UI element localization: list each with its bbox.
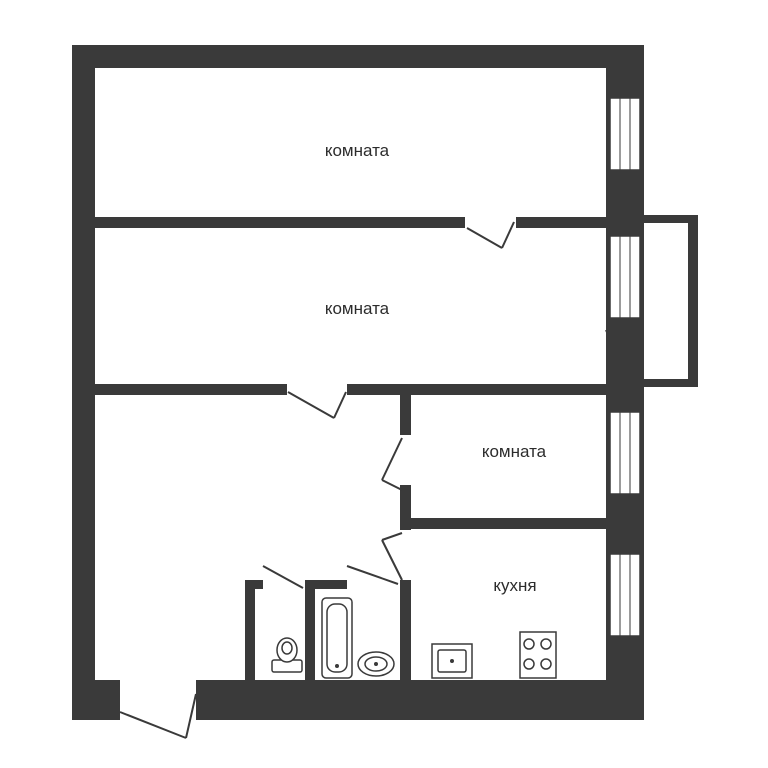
room-label-3: комната <box>481 442 547 461</box>
windows <box>609 97 641 637</box>
wall-bath-top <box>305 580 347 589</box>
doors <box>119 221 619 739</box>
wall-top <box>72 45 644 68</box>
sink-icon <box>431 643 473 679</box>
room-label-2: комната <box>324 299 390 318</box>
toilet-icon <box>271 637 303 673</box>
window-4 <box>609 553 641 637</box>
washbasin-icon <box>357 651 395 677</box>
wall-h2-right <box>347 384 608 395</box>
door-room1 <box>466 227 503 249</box>
wall-wc-right <box>305 580 315 680</box>
window-1 <box>609 97 641 171</box>
room-label-1: комната <box>324 141 390 160</box>
door-kitchen <box>381 532 403 541</box>
wall-h1-right <box>516 217 608 228</box>
wall-bottom <box>196 680 644 720</box>
wall-v-kitchen <box>400 580 411 680</box>
door-room2 <box>287 391 335 419</box>
door-entrance <box>119 711 187 739</box>
balcony <box>606 215 698 395</box>
door-wc <box>262 565 304 589</box>
interior-walls <box>95 217 608 680</box>
wall-h1-left <box>95 217 465 228</box>
wall-v-room3-bottom <box>400 485 411 530</box>
kitchen-label: кухня <box>493 576 537 595</box>
window-2 <box>609 235 641 319</box>
wall-v-room3-top <box>400 395 411 435</box>
wall-wc-left <box>245 580 255 680</box>
wall-bottom-left <box>72 680 120 720</box>
stove-icon <box>519 631 557 679</box>
window-3 <box>609 411 641 495</box>
door-bath <box>346 565 399 585</box>
door-balcony <box>605 329 619 359</box>
wall-wc-top <box>245 580 263 589</box>
wall-h2-left <box>95 384 287 395</box>
fixtures <box>271 597 557 679</box>
bathtub-icon <box>321 597 353 679</box>
wall-left <box>72 45 95 720</box>
door-room3 <box>381 437 403 481</box>
wall-h3 <box>400 518 608 529</box>
